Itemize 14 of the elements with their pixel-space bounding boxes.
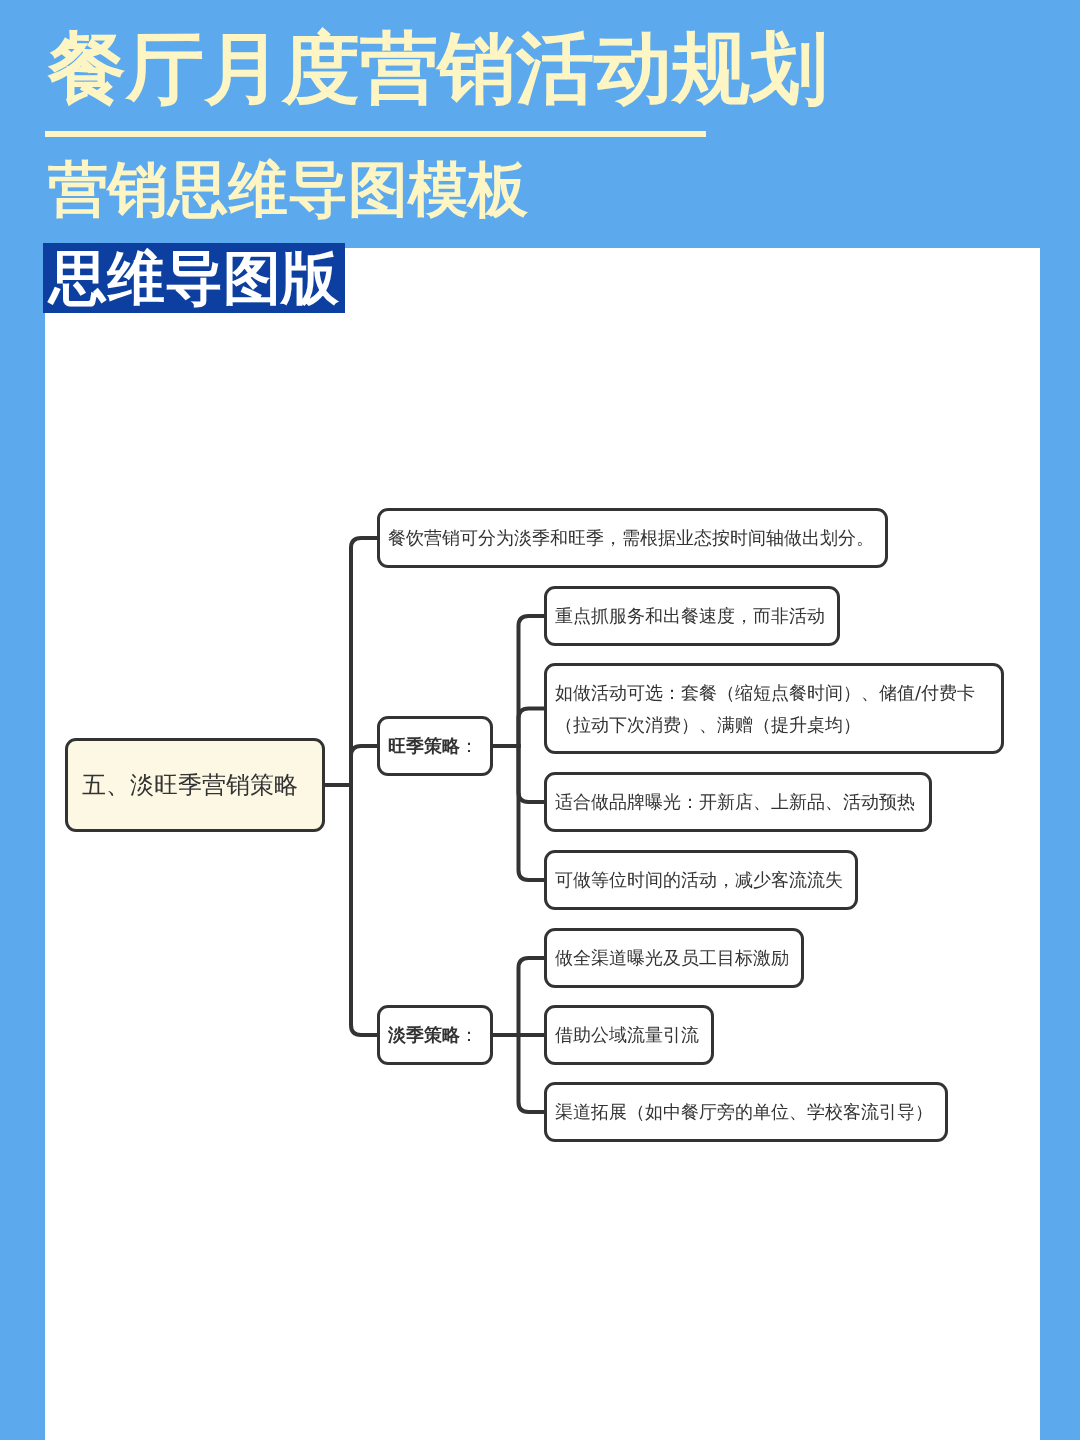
central-topic-box: 五、淡旺季营销策略 bbox=[65, 738, 325, 832]
subtitle: 营销思维导图模板 bbox=[48, 156, 528, 222]
topic-box: 渠道拓展（如中餐厅旁的单位、学校客流引导） bbox=[544, 1082, 948, 1142]
topic-box: 如做活动可选：套餐（缩短点餐时间）、储值/付费卡（拉动下次消费）、满赠（提升桌均） bbox=[544, 663, 1004, 754]
title: 餐厅月度营销活动规划 bbox=[48, 26, 828, 112]
section-tag: 思维导图版 bbox=[43, 243, 345, 313]
topic-box: 重点抓服务和出餐速度，而非活动 bbox=[544, 586, 840, 646]
branch-topic-box: 旺季策略： bbox=[377, 716, 493, 776]
topic-box: 可做等位时间的活动，减少客流流失 bbox=[544, 850, 858, 910]
topic-box: 适合做品牌曝光：开新店、上新品、活动预热 bbox=[544, 772, 932, 832]
topic-box: 借助公域流量引流 bbox=[544, 1005, 714, 1065]
branch-topic-box: 淡季策略： bbox=[377, 1005, 493, 1065]
topic-box: 做全渠道曝光及员工目标激励 bbox=[544, 928, 804, 988]
topic-box: 餐饮营销可分为淡季和旺季，需根据业态按时间轴做出划分。 bbox=[377, 508, 888, 568]
